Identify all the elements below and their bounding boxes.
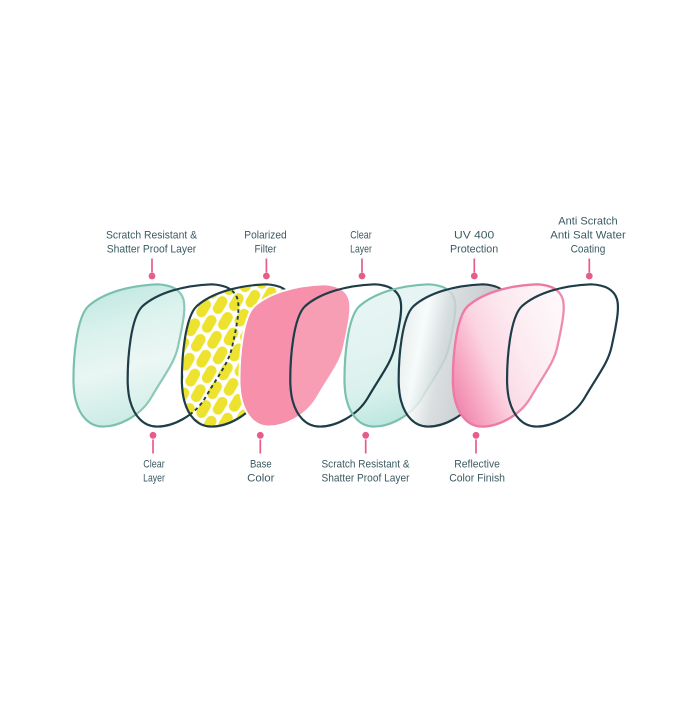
- svg-text:Polarized: Polarized: [244, 230, 286, 242]
- svg-text:Clear: Clear: [350, 230, 372, 242]
- svg-text:Layer: Layer: [350, 244, 372, 256]
- svg-text:Anti Salt Water: Anti Salt Water: [550, 230, 626, 242]
- svg-text:Reflective: Reflective: [454, 459, 500, 471]
- svg-text:Scratch Resistant &: Scratch Resistant &: [322, 459, 411, 471]
- svg-text:Layer: Layer: [143, 473, 165, 485]
- svg-text:Scratch Resistant &: Scratch Resistant &: [106, 230, 198, 242]
- svg-text:Filter: Filter: [255, 244, 277, 256]
- svg-text:UV 400: UV 400: [454, 230, 494, 242]
- svg-text:Clear: Clear: [143, 459, 165, 471]
- svg-text:Shatter Proof Layer: Shatter Proof Layer: [322, 473, 410, 485]
- svg-text:Base: Base: [250, 459, 272, 471]
- svg-text:Color: Color: [247, 473, 275, 485]
- svg-text:Coating: Coating: [571, 244, 606, 256]
- svg-text:Color Finish: Color Finish: [449, 473, 505, 485]
- svg-text:Protection: Protection: [450, 244, 498, 256]
- svg-text:Anti Scratch: Anti Scratch: [558, 216, 617, 228]
- svg-text:Shatter Proof Layer: Shatter Proof Layer: [107, 244, 197, 256]
